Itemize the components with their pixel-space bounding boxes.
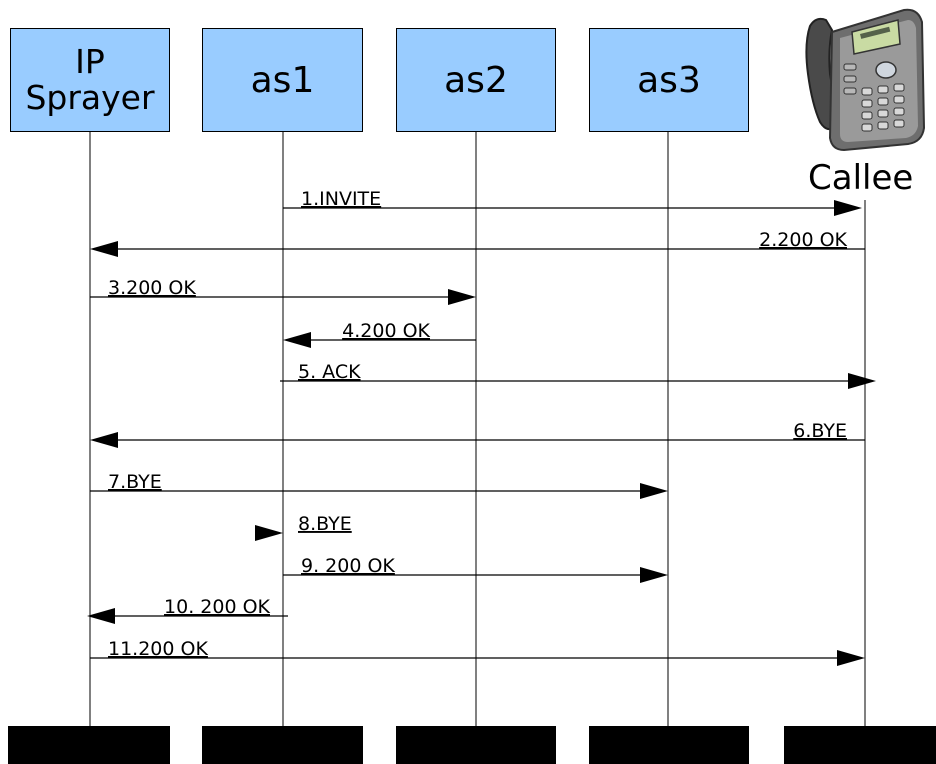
message-label: 5. ACK <box>298 361 361 383</box>
footer-bar-ip-sprayer <box>8 726 170 764</box>
participant-ip-sprayer-line2: Sprayer <box>25 80 154 116</box>
message-arrowhead <box>448 289 476 305</box>
message-11: 11.200 OK <box>90 638 865 666</box>
message-arrowhead <box>848 373 876 389</box>
message-label: 11.200 OK <box>108 638 208 660</box>
participant-callee-label: Callee <box>808 158 913 198</box>
message-10: 10. 200 OK <box>87 596 288 624</box>
message-2: 2.200 OK <box>90 229 865 257</box>
message-6: 6.BYE <box>90 420 865 448</box>
message-label: 2.200 OK <box>759 229 847 251</box>
message-label: 6.BYE <box>793 420 847 442</box>
message-4: 4.200 OK <box>283 320 476 348</box>
message-arrowhead <box>834 200 862 216</box>
footer-bar-as2 <box>396 726 556 764</box>
desk-phone-icon <box>800 4 926 152</box>
message-arrowhead <box>90 432 118 448</box>
participant-as2-label: as2 <box>444 60 508 101</box>
message-label: 10. 200 OK <box>164 596 271 618</box>
message-5: 5. ACK <box>280 361 876 389</box>
participant-as1-label: as1 <box>251 60 315 101</box>
message-7: 7.BYE <box>90 471 668 499</box>
participant-ip-sprayer-line1: IP <box>25 44 154 80</box>
participant-as2: as2 <box>396 28 556 132</box>
participant-as1: as1 <box>202 28 363 132</box>
message-label: 8.BYE <box>298 513 352 535</box>
message-arrowhead <box>837 650 865 666</box>
message-label: 1.INVITE <box>301 188 381 210</box>
message-arrowhead <box>283 332 311 348</box>
lifelines <box>90 132 865 726</box>
message-1: 1.INVITE <box>283 188 862 216</box>
message-8: 8.BYE <box>255 513 352 541</box>
message-label: 3.200 OK <box>108 277 196 299</box>
messages: 1.INVITE 2.200 OK 3.200 OK 4.200 OK 5. ACK 6.… <box>87 188 876 666</box>
message-label: 7.BYE <box>108 471 162 493</box>
participant-as3: as3 <box>589 28 749 132</box>
participant-ip-sprayer: IP Sprayer <box>10 28 170 132</box>
message-arrowhead <box>87 608 115 624</box>
footer-bar-callee <box>784 726 936 764</box>
footer-bar-as3 <box>589 726 749 764</box>
message-arrowhead <box>640 483 668 499</box>
message-label: 9. 200 OK <box>301 555 395 577</box>
message-arrowhead <box>640 567 668 583</box>
message-arrowhead <box>255 525 283 541</box>
message-arrowhead <box>90 241 118 257</box>
footer-bar-as1 <box>202 726 363 764</box>
participant-as3-label: as3 <box>637 60 701 101</box>
message-label: 4.200 OK <box>342 320 430 342</box>
